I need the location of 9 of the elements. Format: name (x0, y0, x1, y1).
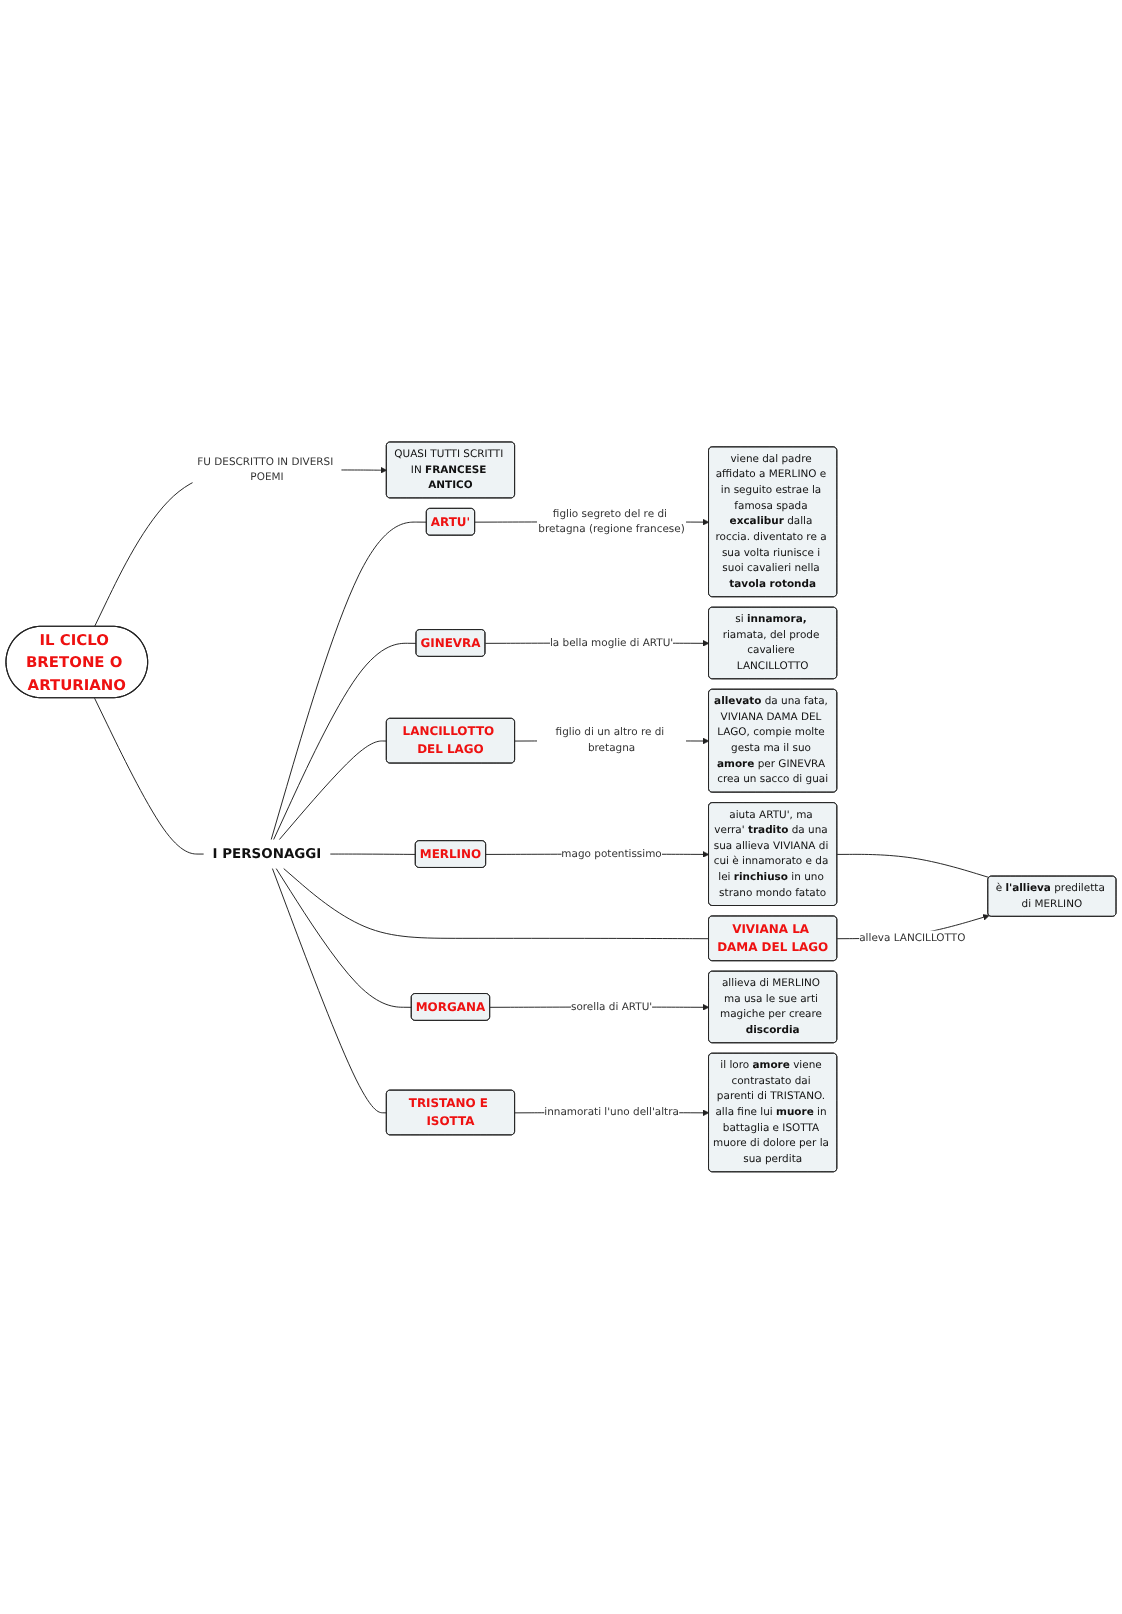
connector (271, 868, 388, 1114)
connector (270, 521, 428, 841)
connector (94, 697, 205, 855)
connector (283, 868, 710, 940)
connector (836, 854, 990, 879)
connector (275, 868, 413, 1008)
connector (278, 740, 388, 841)
connector (329, 853, 417, 856)
connector (273, 642, 417, 841)
